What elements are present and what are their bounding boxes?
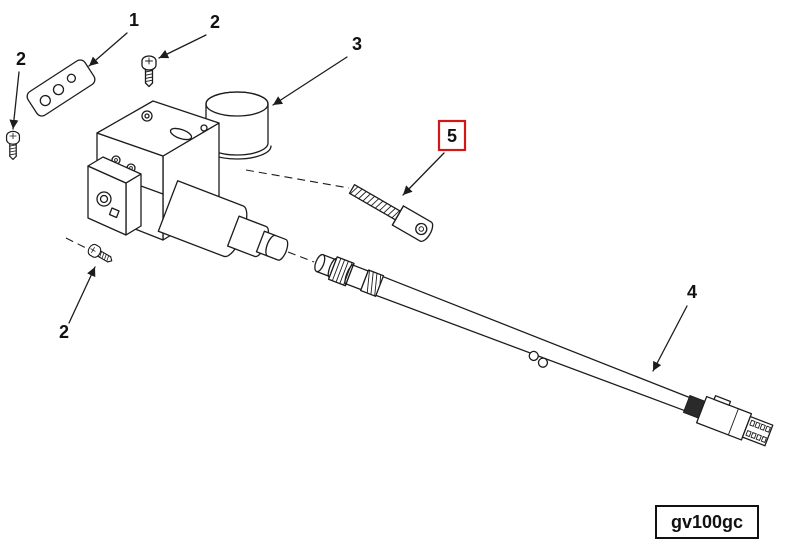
highlight-box [437,119,467,152]
part-valve-nozzle [157,180,289,261]
callout-2-top[interactable]: 2 [158,12,220,59]
callout-2-left-label: 2 [16,49,26,69]
cable-ring-2 [537,357,549,368]
connector-housing [695,395,753,441]
part-code-badge: gv100gc [655,505,759,539]
part-screw-top [141,55,157,88]
callout-4-arrow [652,305,688,372]
connector-pins [745,419,771,443]
assembly-axis-lines [65,169,350,263]
cable-ring-1 [528,350,539,362]
part-wiring-harness [314,253,774,447]
part-mounting-gasket [26,59,96,117]
callout-2-left-arrow [9,71,20,130]
body-top-face [96,100,220,157]
callout-1-arrow [88,32,128,67]
callout-3[interactable]: 3 [272,34,362,106]
part-socket-head-bolt [348,184,434,242]
callout-2-left[interactable]: 2 [9,49,26,130]
part-code-text: gv100gc [671,512,743,532]
callout-4[interactable]: 4 [652,282,697,372]
callout-5-arrow [402,152,445,196]
callout-5[interactable]: 5 [402,119,467,196]
callout-1-label: 1 [129,10,139,30]
axis-dashed-bottom-screw [65,237,91,251]
callout-2-bottom[interactable]: 2 [59,266,96,342]
connector-latch [713,395,732,406]
cable-line [375,276,690,412]
part-screw-bottom [87,243,113,263]
callout-5-label: 5 [447,126,457,146]
callout-3-label: 3 [352,34,362,54]
callout-2-bottom-label: 2 [59,322,69,342]
callout-2-top-label: 2 [210,12,220,32]
callout-1[interactable]: 1 [88,10,139,67]
callout-2-top-arrow [158,34,207,59]
callout-2-bottom-arrow [68,266,96,324]
part-screw-left [5,130,21,161]
callout-3-arrow [272,56,348,106]
part-code-box [655,505,759,539]
axis-dashed-bolt [245,169,350,189]
axis-dashed-plug [287,251,315,263]
callout-4-label: 4 [687,282,697,302]
